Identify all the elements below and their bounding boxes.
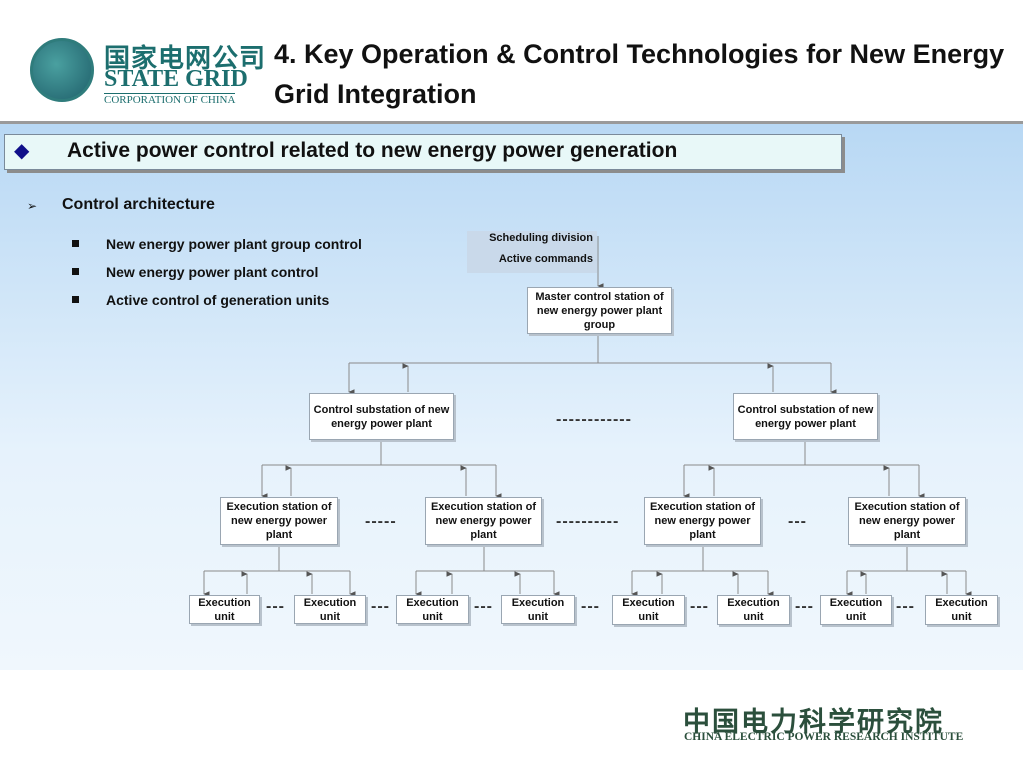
execution-unit-box: Execution unit [396,595,469,624]
execution-unit-label: Execution unit [935,597,988,623]
execution-unit-label: Execution unit [727,597,780,623]
unit-ellipsis: --- [795,598,814,615]
unit-ellipsis: --- [690,598,709,615]
execution-unit-label: Execution unit [303,596,357,623]
execution-unit-box: Execution unit [189,595,260,624]
execution-unit-label: Execution unit [622,597,675,623]
unit-ellipsis: --- [896,598,915,615]
header-divider [0,121,1023,124]
logo-english-name: STATE GRID [104,66,248,92]
substation-ellipsis: ------------ [556,411,632,428]
execution-unit-box: Execution unit [294,595,366,624]
execution-unit-box: Execution unit [501,595,575,624]
execution-station-label: Execution station of new energy power pl… [649,501,756,541]
state-grid-globe-logo [30,38,94,102]
unit-ellipsis: --- [371,598,390,615]
execution-station-label: Execution station of new energy power pl… [226,501,332,541]
list-item: New energy power plant control [72,258,372,286]
logo-chinese-name: 国家电网公司 [104,44,267,74]
execution-station-box: Execution station of new energy power pl… [220,497,338,545]
control-substation-label: Control substation of new energy power p… [737,403,874,430]
execution-unit-label: Execution unit [829,597,883,623]
list-item-text: New energy power plant control [106,264,319,280]
execution-unit-label: Execution unit [406,596,459,623]
banner-text: Active power control related to new ener… [67,139,678,162]
scheduling-division-panel: Scheduling division Active commands [467,231,597,273]
control-substation-box: Control substation of new energy power p… [309,393,454,440]
section-label: Control architecture [62,196,215,213]
execution-unit-label: Execution unit [198,596,251,623]
station-ellipsis: ---------- [556,513,620,530]
execution-station-label: Execution station of new energy power pl… [430,501,537,541]
station-ellipsis: --- [788,513,807,530]
station-ellipsis: ----- [365,513,397,530]
execution-unit-box: Execution unit [925,595,998,625]
scheduling-division-label: Scheduling division [489,232,593,244]
list-item: New energy power plant group control [72,230,372,258]
square-bullet-icon [72,296,79,303]
list-item-text: Active control of generation units [106,292,330,308]
unit-ellipsis: --- [474,598,493,615]
execution-unit-label: Execution unit [511,596,565,623]
list-item: Active control of generation units [72,286,372,314]
bullet-list: New energy power plant group control New… [72,230,372,314]
unit-ellipsis: --- [581,598,600,615]
control-substation-box: Control substation of new energy power p… [733,393,878,440]
square-bullet-icon [72,240,79,247]
execution-unit-box: Execution unit [612,595,685,625]
institute-chinese-name: 中国电力科学研究院 [683,707,944,738]
square-bullet-icon [72,268,79,275]
master-control-station-label: Master control station of new energy pow… [535,290,664,331]
execution-unit-box: Execution unit [820,595,892,625]
execution-station-label: Execution station of new energy power pl… [854,501,960,541]
institute-english-name: CHINA ELECTRIC POWER RESEARCH INSTITUTE [684,731,964,743]
master-control-station-box: Master control station of new energy pow… [527,287,672,334]
logo-subtitle: CORPORATION OF CHINA [104,93,236,106]
execution-unit-box: Execution unit [717,595,790,625]
section-banner [4,134,842,170]
execution-station-box: Execution station of new energy power pl… [425,497,542,545]
slide-title: 4. Key Operation & Control Technologies … [274,39,1005,109]
active-commands-label: Active commands [498,253,593,265]
execution-station-box: Execution station of new energy power pl… [848,497,966,545]
control-substation-label: Control substation of new energy power p… [313,403,450,430]
diamond-bullet-icon: ◆ [14,140,30,162]
list-item-text: New energy power plant group control [106,236,362,252]
execution-station-box: Execution station of new energy power pl… [644,497,761,545]
header: 国家电网公司 STATE GRID CORPORATION OF CHINA 4… [0,0,1023,122]
arrow-bullet-icon: ➢ [27,199,38,213]
unit-ellipsis: --- [266,598,285,615]
